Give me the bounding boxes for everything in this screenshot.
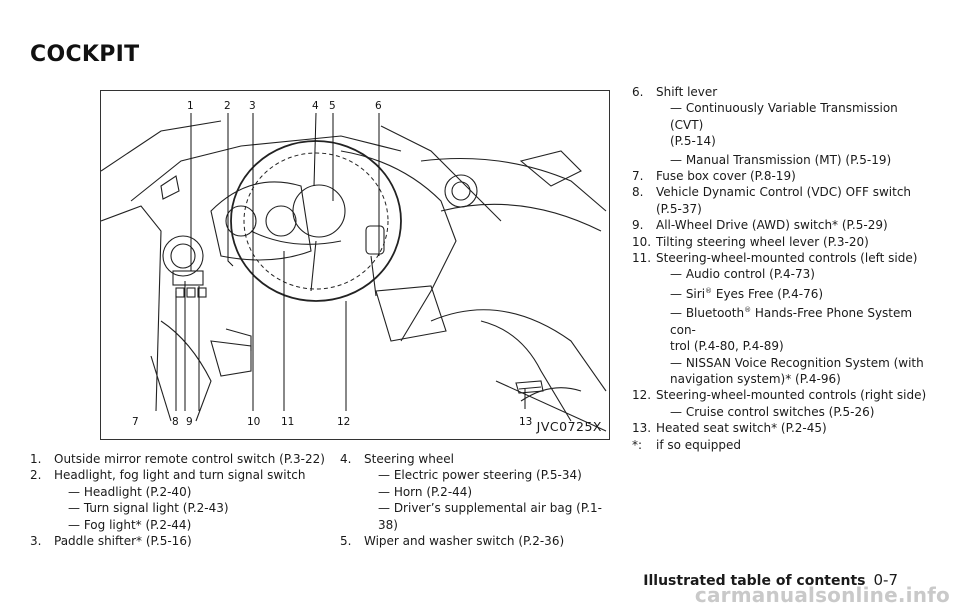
cockpit-illustration: 1 2 3 4 5 6 7 8 9 10 11 12 13 JVC0725X: [100, 90, 610, 440]
callout-13: 13: [519, 416, 532, 428]
footnote: *: if so equipped: [632, 437, 741, 452]
list-item: 8. Vehicle Dynamic Control (VDC) OFF swi…: [632, 185, 912, 216]
list-item: 11. Steering-wheel-mounted controls (lef…: [632, 251, 924, 386]
page-footer: Illustrated table of contents 0-7: [643, 571, 898, 589]
callout-2: 2: [224, 100, 231, 112]
footer-title: Illustrated table of contents: [643, 573, 866, 589]
list-right: 6. Shift lever — Continuously Variable T…: [632, 84, 932, 453]
list-item: 12. Steering-wheel-mounted controls (rig…: [632, 388, 927, 419]
list-item: 9. All-Wheel Drive (AWD) switch* (P.5-29…: [632, 218, 888, 233]
callout-11: 11: [281, 416, 294, 428]
list-item: 3. Paddle shifter* (P.5-16): [30, 534, 192, 549]
list-item: 5. Wiper and washer switch (P.2-36): [340, 534, 565, 549]
list-item: 6. Shift lever — Continuously Variable T…: [632, 85, 898, 167]
callout-9: 9: [186, 416, 193, 428]
page-heading: COCKPIT: [30, 42, 140, 67]
callout-4: 4: [312, 100, 319, 112]
figure-id: JVC0725X: [536, 419, 602, 434]
callout-6: 6: [375, 100, 382, 112]
callout-3: 3: [249, 100, 256, 112]
callout-5: 5: [329, 100, 336, 112]
list-middle: 4. Steering wheel — Electric power steer…: [340, 451, 620, 549]
callout-1: 1: [187, 100, 194, 112]
watermark-text[interactable]: carmanualsonline.info: [694, 583, 950, 607]
callout-7: 7: [132, 416, 139, 428]
list-left: 1. Outside mirror remote control switch …: [30, 451, 330, 549]
list-item: 2. Headlight, fog light and turn signal …: [30, 468, 306, 532]
list-item: 7. Fuse box cover (P.8-19): [632, 169, 796, 184]
callout-12: 12: [337, 416, 350, 428]
page-number: 0-7: [873, 571, 899, 589]
list-item: 10. Tilting steering wheel lever (P.3-20…: [632, 234, 869, 249]
callout-8: 8: [172, 416, 179, 428]
callout-10: 10: [247, 416, 260, 428]
list-item: 13. Heated seat switch* (P.2-45): [632, 421, 827, 436]
cockpit-drawing: 1 2 3 4 5 6 7 8 9 10 11 12 13: [101, 100, 607, 432]
list-item: 4. Steering wheel — Electric power steer…: [340, 452, 602, 532]
list-item: 1. Outside mirror remote control switch …: [30, 452, 325, 466]
